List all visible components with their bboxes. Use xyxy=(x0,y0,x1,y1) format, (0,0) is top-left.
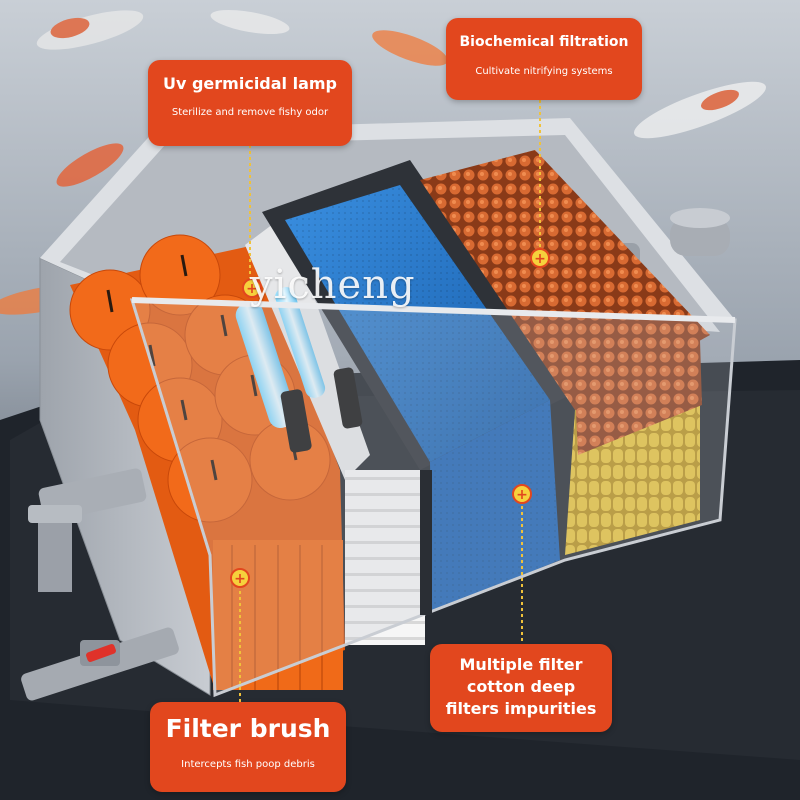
divider-front xyxy=(420,470,432,615)
bio-marker-icon: + xyxy=(530,100,550,268)
svg-text:+: + xyxy=(234,571,246,587)
inlet-pipe xyxy=(28,468,147,592)
brush-marker-icon: + xyxy=(230,568,250,702)
filter-brush-title: Filter brush xyxy=(165,714,331,743)
uv-marker-icon: + xyxy=(242,145,262,298)
bio-filtration-subtitle: Cultivate nitrifying systems xyxy=(475,66,613,77)
svg-text:+: + xyxy=(246,281,258,297)
uv-lamp-callout: Uv germicidal lamp Sterilize and remove … xyxy=(148,60,352,146)
filter-brush-subtitle: Intercepts fish poop debris xyxy=(181,759,315,770)
tank-front-rim xyxy=(131,297,736,323)
svg-text:+: + xyxy=(534,251,546,267)
filter-cotton-callout: Multiple filter cotton deep filters impu… xyxy=(430,644,612,732)
bio-filtration-title: Biochemical filtration xyxy=(459,34,629,50)
blue-sponge xyxy=(285,185,560,612)
filter-brush-callout: Filter brush Intercepts fish poop debris xyxy=(150,702,346,792)
bio-filtration-callout: Biochemical filtration Cultivate nitrify… xyxy=(446,18,642,100)
filter-cotton-line-3: filters impurities xyxy=(445,699,597,718)
uv-lamp-subtitle: Sterilize and remove fishy odor xyxy=(171,107,329,118)
uv-lamp-title: Uv germicidal lamp xyxy=(162,74,338,93)
bio-media-compartment xyxy=(420,150,710,555)
filter-cotton-line-2: cotton deep xyxy=(466,677,576,696)
svg-text:+: + xyxy=(516,487,528,503)
uv-lamp xyxy=(235,287,363,453)
drain-valve xyxy=(21,627,179,701)
watermark-text: yicheng xyxy=(250,262,416,308)
filter-cotton-line-1: Multiple filter xyxy=(459,655,583,674)
sponge-marker-icon: + xyxy=(512,484,532,644)
